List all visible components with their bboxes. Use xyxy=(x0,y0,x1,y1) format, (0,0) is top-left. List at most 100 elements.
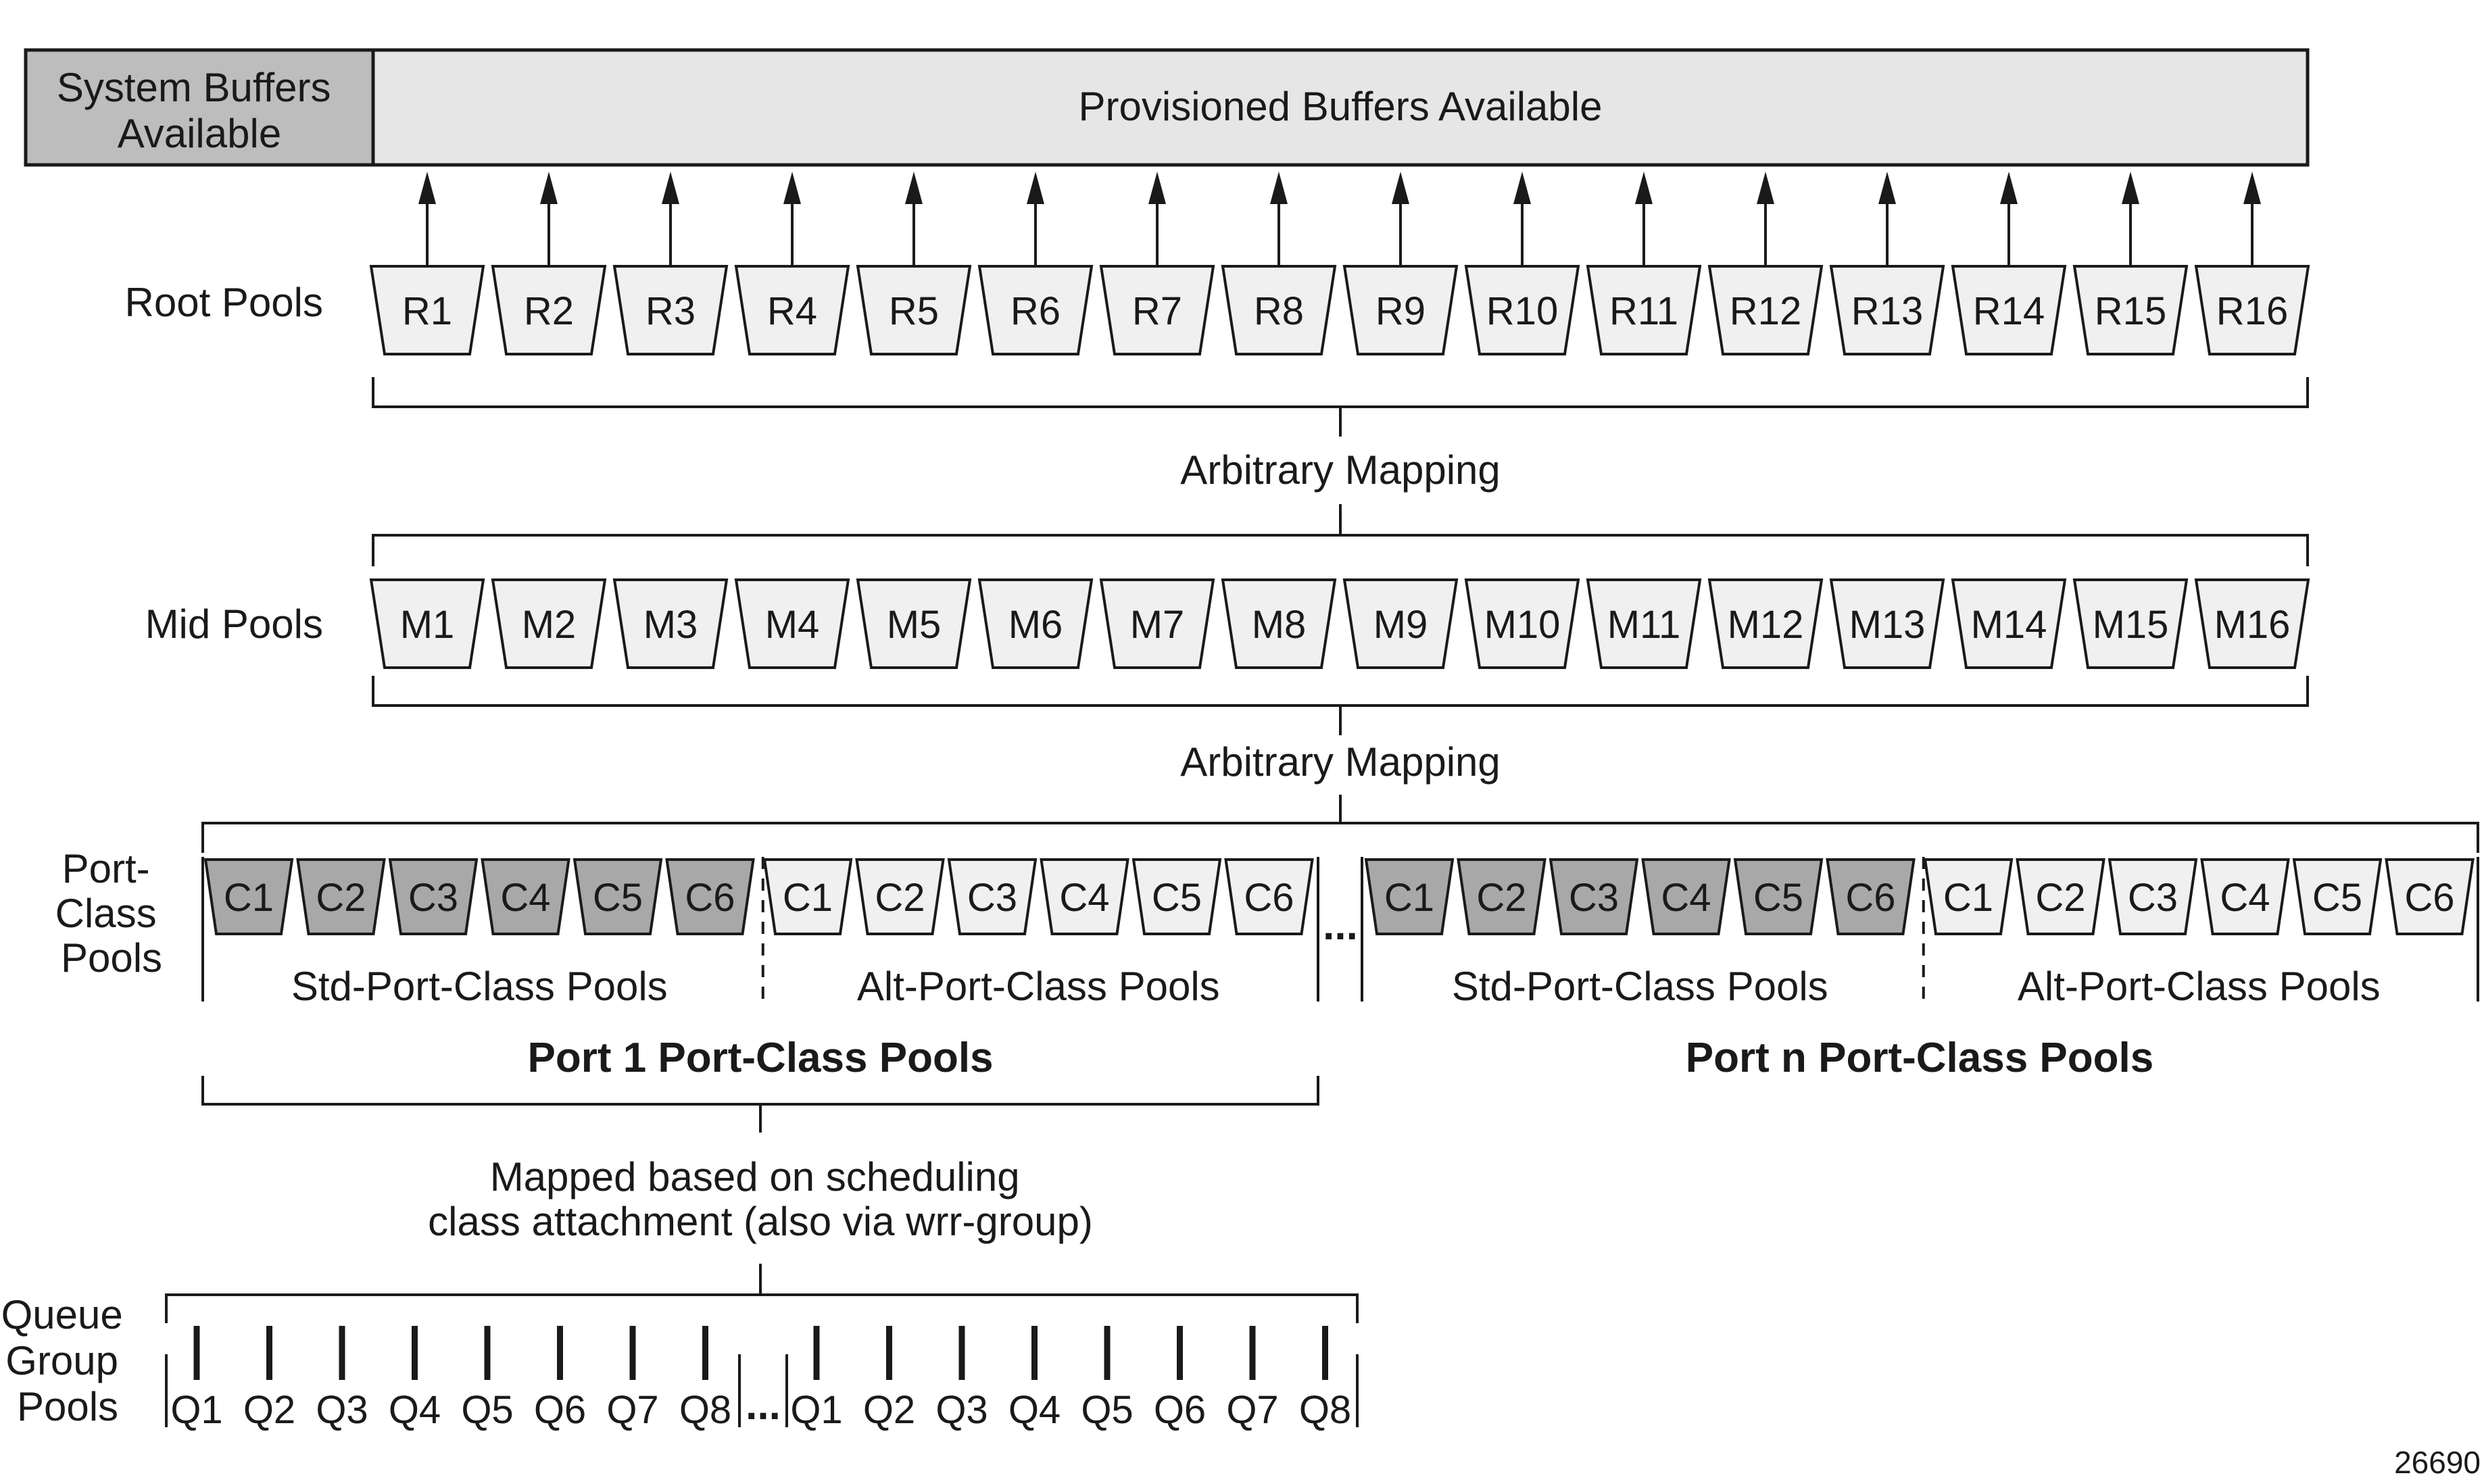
mid-pool-m8-label: M8 xyxy=(1252,603,1307,647)
class-pool-c2: C2 xyxy=(2016,858,2105,935)
port-class-group-label: Std-Port-Class Pools xyxy=(1452,964,1828,1009)
mid-pool-m15-shape xyxy=(2072,578,2189,669)
port-class-top-bracket xyxy=(201,795,2479,853)
class-pool-c1-label: C1 xyxy=(1384,876,1434,920)
class-pool-c3: C3 xyxy=(947,858,1038,935)
mid-pool-m10-label: M10 xyxy=(1484,603,1561,647)
mid-pool-m2-shape xyxy=(491,578,607,669)
ports-ellipsis: ... xyxy=(1323,902,1358,949)
figure-id: 26690 xyxy=(2394,1445,2481,1480)
class-pool-c2: C2 xyxy=(296,858,386,935)
arrow-up-icon xyxy=(1027,172,1044,204)
root-pool-r3-label: R3 xyxy=(646,289,696,333)
mid-pool-m12-shape xyxy=(1707,578,1824,669)
root-pool-r15-label: R15 xyxy=(2095,289,2166,333)
class-pool-c5-shape xyxy=(1131,858,1222,935)
class-pool-c5-label: C5 xyxy=(1753,876,1803,920)
root-pool-r5: R5 xyxy=(856,265,972,355)
mid-pool-m3-label: M3 xyxy=(643,603,698,647)
port-class-pools-label: Port- Class Pools xyxy=(55,846,168,981)
root-pool-r15: R15 xyxy=(2072,265,2189,355)
class-pool-c5-label: C5 xyxy=(1152,876,1202,920)
root-pool-r12: R12 xyxy=(1707,265,1824,355)
class-pool-c6-shape xyxy=(1224,858,1314,935)
arrow-up-icon xyxy=(2000,172,2018,204)
mid-pool-m1: M1 xyxy=(369,578,485,669)
class-pool-c3-label: C3 xyxy=(2128,876,2178,920)
mid-pool-m7-shape xyxy=(1099,578,1215,669)
class-pool-c1: C1 xyxy=(762,858,853,935)
class-pool-c2-shape xyxy=(855,858,945,935)
class-pool-c1-shape xyxy=(762,858,853,935)
class-pool-c1-label: C1 xyxy=(224,876,274,920)
class-pool-c4-label: C4 xyxy=(2220,876,2270,920)
class-pool-c3-shape xyxy=(2108,858,2198,935)
class-pool-c4: C4 xyxy=(481,858,570,935)
mid-pool-m7-label: M7 xyxy=(1130,603,1185,647)
class-pool-c4-shape xyxy=(1040,858,1129,935)
mid-pool-m12-label: M12 xyxy=(1728,603,1804,647)
root-pool-r1-shape xyxy=(369,265,485,355)
class-pool-c5-shape xyxy=(1733,858,1824,935)
mid-pool-m11-shape xyxy=(1586,578,1702,669)
root-pool-r2-shape xyxy=(491,265,607,355)
root-pool-r11-shape xyxy=(1586,265,1702,355)
class-pool-c6-label: C6 xyxy=(2404,876,2454,920)
class-pool-c1-label: C1 xyxy=(783,876,833,920)
mid-top-bracket xyxy=(372,504,2309,566)
root-pool-r5-shape xyxy=(856,265,972,355)
mid-pool-m16: M16 xyxy=(2194,578,2310,669)
root-pool-r11-label: R11 xyxy=(1609,289,1678,333)
class-pool-c3-label: C3 xyxy=(967,876,1017,920)
queue-label-q1: Q1 xyxy=(790,1388,842,1432)
system-buffers-label: System Buffers Available xyxy=(57,65,342,156)
mid-pool-m14: M14 xyxy=(1951,578,2067,669)
arrow-up-icon xyxy=(783,172,801,204)
mid-pool-m11-label: M11 xyxy=(1607,603,1681,647)
root-pool-r7: R7 xyxy=(1099,265,1215,355)
system-buffers-box xyxy=(24,48,375,167)
root-pool-r10-shape xyxy=(1464,265,1580,355)
class-pool-c4-shape xyxy=(481,858,570,935)
root-pool-r4-label: R4 xyxy=(767,289,817,333)
queue-label-q6: Q6 xyxy=(1154,1388,1206,1432)
root-pool-r14-shape xyxy=(1951,265,2067,355)
queue-label-q1: Q1 xyxy=(170,1388,222,1432)
class-pool-c2: C2 xyxy=(855,858,945,935)
root-pool-r12-label: R12 xyxy=(1730,289,1801,333)
queue-group-pools-label: Queue Group Pools xyxy=(1,1292,135,1429)
mid-pool-m3-shape xyxy=(612,578,729,669)
mid-pool-m5-shape xyxy=(856,578,972,669)
class-pool-c6: C6 xyxy=(1224,858,1314,935)
arrow-up-icon xyxy=(1878,172,1896,204)
mid-pool-m15-label: M15 xyxy=(2093,603,2169,647)
mid-pool-m6-shape xyxy=(977,578,1094,669)
root-pool-r16-label: R16 xyxy=(2216,289,2288,333)
root-pool-r8-label: R8 xyxy=(1254,289,1304,333)
class-pool-c2-shape xyxy=(1457,858,1547,935)
mid-pool-m1-shape xyxy=(369,578,485,669)
class-pool-c2: C2 xyxy=(1457,858,1547,935)
class-pool-c1: C1 xyxy=(1364,858,1455,935)
queue-label-q7: Q7 xyxy=(1226,1388,1278,1432)
mid-pool-m15: M15 xyxy=(2072,578,2189,669)
mid-pool-m13-shape xyxy=(1829,578,1945,669)
class-pool-c5-shape xyxy=(573,858,663,935)
mid-pool-m2: M2 xyxy=(491,578,607,669)
class-pool-c1-label: C1 xyxy=(1943,876,1993,920)
mid-pool-m6: M6 xyxy=(977,578,1094,669)
class-pool-c2-label: C2 xyxy=(1476,876,1526,920)
root-pools-label: Root Pools xyxy=(125,280,324,325)
class-pool-c3-label: C3 xyxy=(408,876,458,920)
class-pool-c6-shape xyxy=(665,858,755,935)
mid-pool-m12: M12 xyxy=(1707,578,1824,669)
arrow-up-icon xyxy=(1270,172,1288,204)
root-pool-r7-shape xyxy=(1099,265,1215,355)
